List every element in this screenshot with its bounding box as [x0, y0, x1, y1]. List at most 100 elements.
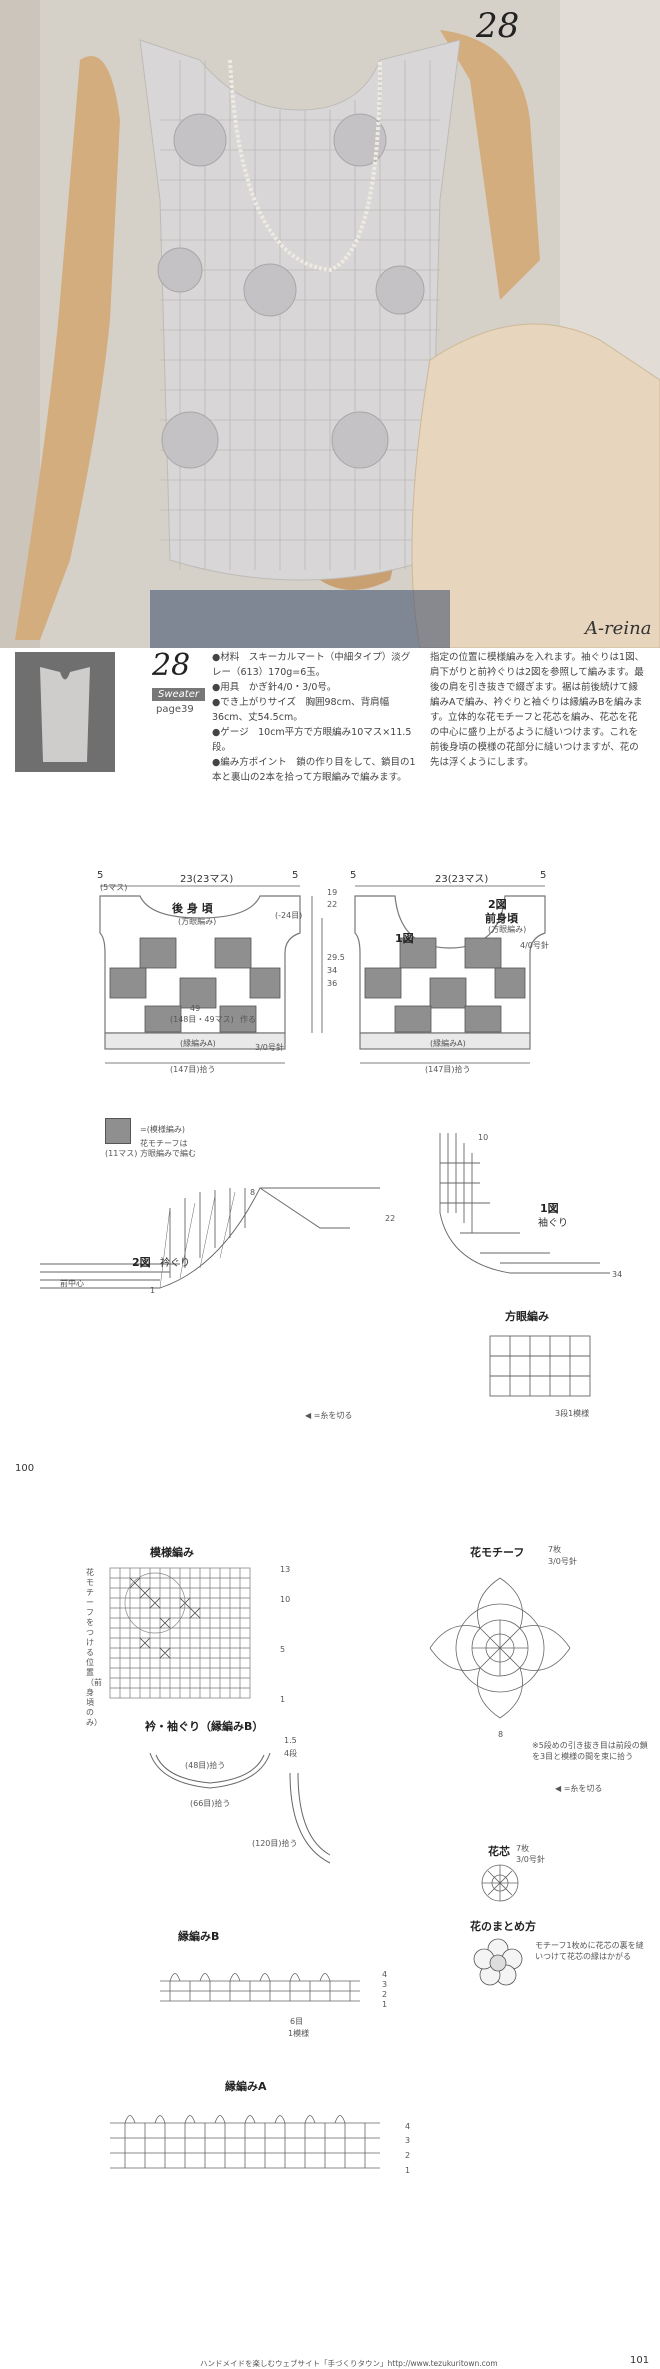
- center-motif-title: 花芯: [488, 1845, 510, 1858]
- front-title: 前身頃: [485, 912, 518, 925]
- pattern-row-1: 1: [280, 1695, 286, 1704]
- edge-a-title: 縁編みA: [225, 2080, 267, 2093]
- pattern-row-10: 10: [280, 1595, 291, 1604]
- fig2-subtitle: 衿ぐり: [160, 1258, 190, 1269]
- front-fig1-label: 1図: [395, 932, 414, 945]
- page-number-left: 100: [15, 1463, 35, 1474]
- front-hook: 4/0号針: [520, 941, 549, 950]
- fig1-n10: 10: [478, 1133, 489, 1142]
- tools-line: ●用具 かぎ針4/0・3/0号。: [212, 682, 337, 693]
- back-rows: (-24目): [275, 911, 303, 920]
- flower-count: 7枚: [548, 1545, 562, 1554]
- edge-b-row-4: 4: [382, 1970, 388, 1979]
- edge-b-repeat-2: 1模様: [288, 2029, 310, 2038]
- neckline-chart: [40, 1187, 380, 1289]
- edge-b-neck-title: 衿・袖ぐり（縁編みB）: [145, 1720, 264, 1733]
- pattern-number: 28: [152, 648, 191, 683]
- materials-line: ●材料 スキーカルマート（中細タイプ）淡グレー（613）170g=6玉。: [212, 652, 411, 678]
- filet-title: 方眼編み: [505, 1310, 549, 1323]
- back-width-5-right: 5: [292, 870, 299, 881]
- armhole-chart: [439, 1133, 610, 1274]
- edge-a-row-3: 3: [405, 2136, 411, 2145]
- flower-size: 8: [498, 1730, 504, 1739]
- edge-b-chart: [160, 1973, 360, 2002]
- edge-a-row-4: 4: [405, 2122, 411, 2131]
- cut-legend: ◀ =糸を切る: [305, 1411, 353, 1420]
- photo-illustration: [0, 0, 660, 648]
- edge-b-row-3: 3: [382, 1980, 388, 1989]
- page-number-right: 101: [630, 2355, 650, 2366]
- back-bottom: (147目)拾う: [170, 1065, 216, 1074]
- center-motif-count: 7枚: [516, 1844, 530, 1853]
- back-hook: 3/0号針: [255, 1043, 284, 1052]
- point-line: ●編み方ポイント 鎖の作り目をして、鎖目の1本と裏山の2本を拾って方眼編みで編み…: [212, 757, 416, 783]
- front-width-5-right: 5: [540, 870, 547, 881]
- fig2-n1: 1: [150, 1286, 156, 1295]
- thumbnail-photo: [15, 652, 115, 772]
- edge-b-neck-b: (66目)拾う: [190, 1799, 231, 1808]
- edge-b-neck-v1: 1.5: [284, 1736, 297, 1745]
- flower-note: ※5段めの引き抜き目は前段の鎖を3目と模様の間を束に拾う: [532, 1741, 648, 1761]
- back-title: 後 身 頃: [172, 902, 213, 915]
- motif-square-icon: [105, 1118, 131, 1144]
- pattern-title: 模様編み: [150, 1546, 194, 1559]
- edge-a-row-2: 2: [405, 2151, 411, 2160]
- edge-b-neck-c: (120目)拾う: [252, 1839, 298, 1848]
- assembly-note: モチーフ1枚めに花芯の裏を縫いつけて花芯の縁はかがる: [535, 1941, 644, 1961]
- assembly-title: 花のまとめ方: [470, 1920, 536, 1933]
- flower-title: 花モチーフ: [470, 1546, 525, 1559]
- motif-legend-label: =(模様編み): [140, 1125, 185, 1134]
- body-schematic: [99, 885, 546, 1064]
- front-hem-label: (縁編みA): [430, 1039, 466, 1048]
- back-width-23: 23(23マス): [180, 874, 234, 885]
- edge-b-row-1: 1: [382, 2000, 388, 2009]
- back-cast-on-2: (148目・49マス): [170, 1015, 234, 1024]
- fig2-n8: 8: [250, 1188, 256, 1197]
- back-m5: (5マス): [100, 883, 128, 892]
- fig1-subtitle: 袖ぐり: [538, 1218, 568, 1229]
- edge-a-chart: [110, 2115, 380, 2169]
- front-fig2-label: 2図: [488, 898, 507, 911]
- edge-b-neck-schematic: [149, 1752, 331, 1864]
- flower-chart: [429, 1577, 571, 1719]
- pattern-page-right: 模様編み 13 10 5 1 花モチーフをつける位置（前身頃のみ） 花モチーフ …: [0, 1508, 660, 2368]
- category-badge: Sweater: [152, 688, 205, 701]
- pattern-chart: [109, 1567, 251, 1699]
- edge-b-row-2: 2: [382, 1990, 388, 1999]
- dim-19: 19: [327, 888, 338, 897]
- fig2-center: 前中心: [60, 1279, 84, 1288]
- back-cast-on-3: 作る: [240, 1015, 256, 1024]
- page-reference: page39: [156, 704, 194, 715]
- motif-legend-note1: 花モチーフは: [140, 1139, 188, 1148]
- pattern-row-5: 5: [280, 1645, 286, 1654]
- front-width-23: 23(23マス): [435, 874, 489, 885]
- dim-295: 29.5: [327, 953, 345, 962]
- dim-34: 34: [327, 966, 338, 975]
- materials-column-2: 指定の位置に模様編みを入れます。袖ぐりは1図、肩下がりと前衿ぐりは2図を参照して…: [430, 650, 645, 770]
- back-cast-on: 49: [190, 1004, 201, 1013]
- flower-cut: ◀ =糸を切る: [555, 1784, 603, 1793]
- assembly-illustration: [473, 1938, 523, 1986]
- front-width-5-left: 5: [350, 870, 357, 881]
- back-subtitle: (方眼編み): [178, 917, 217, 926]
- fig2-title: 2図: [132, 1256, 151, 1269]
- fig1-n34: 34: [612, 1270, 623, 1279]
- pattern-row-13: 13: [280, 1565, 291, 1574]
- photographer-signature: A-reina: [585, 618, 652, 639]
- instructions-text: 指定の位置に模様編みを入れます。袖ぐりは1図、肩下がりと前衿ぐりは2図を参照して…: [430, 652, 645, 768]
- dim-22: 22: [327, 900, 338, 909]
- size-line: ●でき上がりサイズ 胸囲98cm、背肩幅36cm、丈54.5cm。: [212, 697, 390, 723]
- flower-hook: 3/0号針: [548, 1557, 577, 1566]
- center-motif-hook: 3/0号針: [516, 1855, 545, 1864]
- filet-chart: [489, 1335, 591, 1397]
- materials-column-1: ●材料 スキーカルマート（中細タイプ）淡グレー（613）170g=6玉。 ●用具…: [212, 650, 417, 785]
- footer-text: ハンドメイドを楽しむウェブサイト「手づくりタウン」http://www.tezu…: [200, 2359, 498, 2368]
- back-width-5-left: 5: [97, 870, 104, 881]
- fig1-title: 1図: [540, 1202, 559, 1215]
- sweater-photo: 28 A-reina: [0, 0, 660, 648]
- edge-b-title: 縁編みB: [178, 1930, 220, 1943]
- pattern-page-left: 28 Sweater page39 ●材料 スキーカルマート（中細タイプ）淡グレ…: [0, 648, 660, 1508]
- fig2-n22: 22: [385, 1214, 396, 1223]
- photo-number: 28: [476, 6, 520, 46]
- front-subtitle: (方眼編み): [488, 925, 527, 934]
